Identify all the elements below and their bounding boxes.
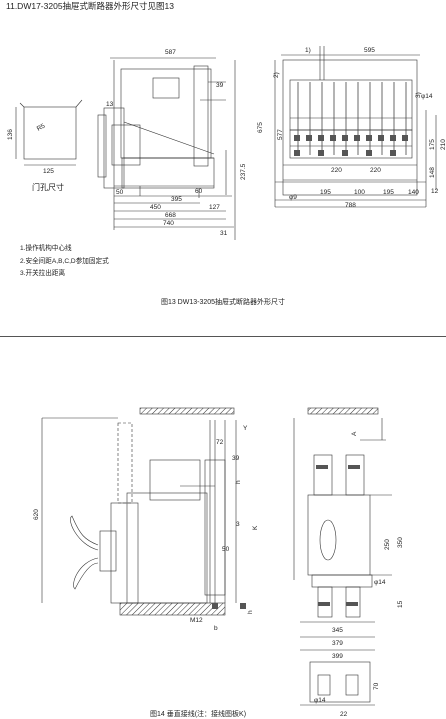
front-dim-195b: 195 — [383, 189, 394, 196]
bottom-front-dim-350: 350 — [397, 537, 404, 548]
bottom-side-dim-K: K — [252, 525, 259, 530]
side-dim-50: 50 — [116, 189, 124, 196]
side-dim-675: 675 — [257, 122, 264, 133]
bottom-side-dim-620: 620 — [33, 509, 40, 520]
side-dim-740: 740 — [163, 220, 174, 227]
page-heading: 11.DW17-3205抽屉式断路器外形尺寸见图13 — [6, 1, 174, 11]
bottom-front-dim-399: 399 — [332, 653, 343, 660]
bottom-side-dim-50: 50 — [222, 546, 230, 553]
bottom-front-dim-15: 15 — [397, 600, 404, 608]
side-dim-668: 668 — [165, 212, 176, 219]
section-divider — [0, 336, 446, 337]
front-dim-195a: 195 — [320, 189, 331, 196]
front-dim-220b: 220 — [370, 167, 381, 174]
bottom-front-dim-250: 250 — [384, 539, 391, 550]
front-dim-note1: 1) — [305, 47, 311, 54]
side-dim-13: 13 — [106, 101, 114, 108]
side-view-bottom-drawing — [41, 407, 237, 616]
caption-top: 图13 DW13-3205抽屉式断路器外形尺寸 — [160, 299, 286, 306]
side-dim-31: 31 — [220, 230, 228, 237]
bottom-front-dim-22: 22 — [340, 711, 348, 718]
cutout-width-label: 125 — [43, 168, 54, 175]
front-view-top-terminals — [294, 135, 408, 156]
bottom-front-dim-345: 345 — [332, 627, 343, 634]
front-dim-12: 12 — [431, 188, 439, 195]
front-dim-175: 175 — [429, 139, 436, 150]
front-dim-note3: 3) — [415, 92, 422, 98]
cutout-label: 门孔尺寸 — [32, 182, 64, 192]
front-dim-210: 210 — [440, 139, 446, 150]
cutout-height-label: 136 — [7, 129, 14, 140]
front-view-top-drawing — [274, 46, 437, 208]
front-dim-phi9: φ9 — [289, 194, 297, 201]
front-dim-595: 595 — [364, 47, 375, 54]
cutout-radius-label: R5 — [36, 122, 47, 132]
front-view-bottom-fills — [212, 465, 360, 609]
top-drawing: R5 136 125 门孔尺寸 587 39 13 675 577 237.5 … — [7, 46, 446, 240]
note-1: 1.操作机构中心线 — [20, 245, 72, 252]
note-2: 2.安全间距A,B,C,D参加固定式 — [20, 257, 109, 265]
note-3: 3.开关拉出距离 — [20, 270, 66, 277]
front-dim-100: 100 — [354, 189, 365, 196]
bottom-side-dim-h: h — [235, 480, 242, 484]
side-dim-587: 587 — [165, 49, 176, 56]
front-dim-788: 788 — [345, 202, 356, 209]
bottom-front-dim-379: 379 — [332, 640, 343, 647]
notes-list: 1.操作机构中心线 2.安全间距A,B,C,D参加固定式 3.开关拉出距离 — [20, 243, 109, 281]
front-view-bottom-drawing — [293, 407, 392, 706]
caption-bottom: 图14 垂直接线(注：接线图板K) — [150, 711, 247, 718]
bottom-side-dim-h2: h — [247, 610, 254, 614]
front-dim-phi14: φ14 — [421, 93, 433, 100]
bottom-front-dim-phi14b: φ14 — [314, 697, 326, 704]
front-dim-148: 148 — [429, 167, 436, 178]
bottom-side-dim-M12: M12 — [190, 617, 203, 624]
bottom-side-dim-Y: Y — [243, 425, 248, 432]
bottom-side-dim-3: 3 — [236, 521, 240, 528]
front-dim-140: 140 — [408, 189, 419, 196]
bottom-side-dim-39: 39 — [232, 455, 240, 462]
front-view-top-stripes — [297, 82, 407, 155]
side-dim-127: 127 — [209, 204, 220, 211]
front-dim-220a: 220 — [331, 167, 342, 174]
side-dim-237-5: 237.5 — [240, 163, 247, 180]
door-cutout-drawing — [15, 99, 83, 166]
side-dim-577: 577 — [277, 129, 284, 140]
front-dim-note2: 2) — [273, 72, 280, 78]
bottom-side-dim-b: b — [214, 625, 218, 632]
side-dim-450: 450 — [150, 204, 161, 211]
bottom-front-dim-phi14a: φ14 — [374, 579, 386, 586]
bottom-front-dim-70: 70 — [373, 682, 380, 690]
side-dim-395: 395 — [171, 196, 182, 203]
side-dim-60: 60 — [195, 188, 203, 195]
bottom-front-dim-A: A — [351, 431, 358, 436]
bottom-side-dim-72: 72 — [216, 439, 224, 446]
side-dim-39: 39 — [216, 82, 224, 89]
side-view-top-drawing — [97, 57, 236, 240]
